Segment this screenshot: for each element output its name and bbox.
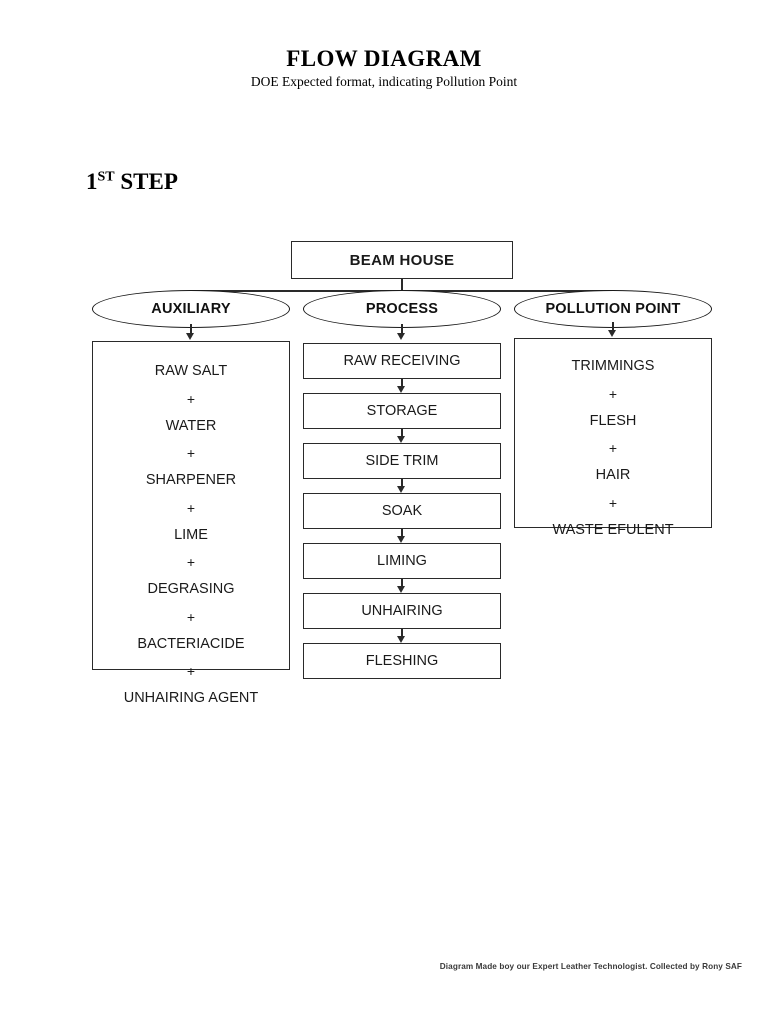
connector-process-6-head [397, 636, 405, 643]
auxiliary-item: UNHAIRING AGENT [123, 690, 259, 706]
step-word: STEP [120, 169, 178, 194]
connector-root-stem [401, 279, 403, 291]
arrow-process-to-chain-head [397, 333, 405, 340]
process-step-unhairing: UNHAIRING [303, 593, 501, 629]
auxiliary-separator: + [186, 663, 196, 679]
pollution-item: HAIR [595, 467, 631, 483]
arrow-auxiliary-to-panel [190, 324, 192, 335]
panel-auxiliary-materials: RAW SALT + WATER + SHARPENER + LIME + DE… [92, 341, 290, 705]
auxiliary-item: BACTERIACIDE [137, 635, 245, 652]
page-subtitle: DOE Expected format, indicating Pollutio… [250, 74, 518, 89]
arrow-pollution-to-panel-head [608, 330, 616, 337]
auxiliary-separator: + [186, 608, 196, 625]
pollution-separator: + [608, 440, 618, 456]
process-step-label: FLESHING [365, 653, 439, 669]
auxiliary-item: RAW SALT [154, 363, 228, 379]
step-number: 1 [86, 169, 98, 194]
process-step-label: UNHAIRING [361, 603, 443, 619]
connector-process-5 [401, 579, 403, 588]
node-beam-house: BEAM HOUSE [291, 241, 513, 279]
footer-credit: Diagram Made boy our Expert Leather Tech… [439, 962, 742, 971]
page-title: FLOW DIAGRAM [286, 46, 482, 71]
auxiliary-separator: + [186, 554, 196, 570]
connector-process-5-head [397, 586, 405, 593]
process-step-liming: LIMING [303, 543, 501, 579]
process-step-storage: STORAGE [303, 393, 501, 429]
pollution-separator: + [608, 494, 618, 511]
connector-process-1-head [397, 386, 405, 393]
connector-process-2 [401, 429, 403, 438]
auxiliary-separator: + [186, 499, 196, 516]
process-step-label: STORAGE [366, 403, 438, 419]
arrow-auxiliary-to-panel-head [186, 333, 194, 340]
auxiliary-separator: + [186, 445, 196, 461]
connector-process-4-head [397, 536, 405, 543]
process-step-raw-receiving: RAW RECEIVING [303, 343, 501, 379]
pollution-separator: + [608, 385, 618, 402]
connector-process-6 [401, 629, 403, 638]
step-heading: 1ST STEP [86, 169, 178, 195]
pollution-item: WASTE EFULENT [552, 521, 674, 538]
node-auxiliary-label: AUXILIARY [151, 301, 231, 317]
auxiliary-item: WATER [165, 417, 217, 434]
node-pollution-point-label: POLLUTION POINT [545, 301, 681, 317]
pollution-item: TRIMMINGS [571, 358, 655, 374]
auxiliary-item: LIME [174, 526, 208, 543]
connector-process-3 [401, 479, 403, 488]
connector-process-4 [401, 529, 403, 538]
arrow-pollution-to-panel [612, 322, 614, 332]
pollution-item: FLESH [589, 412, 637, 429]
process-step-label: SIDE TRIM [365, 453, 439, 469]
panel-pollution-outputs: TRIMMINGS + FLESH + HAIR + WASTE EFULENT [514, 338, 712, 537]
arrow-process-to-chain [401, 324, 403, 335]
process-step-label: LIMING [377, 553, 427, 569]
node-beam-house-label: BEAM HOUSE [349, 251, 455, 269]
auxiliary-separator: + [186, 390, 196, 407]
node-process: PROCESS [303, 290, 501, 328]
auxiliary-item: SHARPENER [145, 472, 237, 488]
connector-process-2-head [397, 436, 405, 443]
node-auxiliary: AUXILIARY [92, 290, 290, 328]
connector-process-3-head [397, 486, 405, 493]
process-step-label: SOAK [381, 503, 423, 519]
auxiliary-item: DEGRASING [147, 581, 235, 597]
process-step-fleshing: FLESHING [303, 643, 501, 679]
process-step-soak: SOAK [303, 493, 501, 529]
process-step-label: RAW RECEIVING [343, 353, 461, 369]
step-ordinal-suffix: ST [97, 169, 115, 185]
node-process-label: PROCESS [365, 301, 439, 317]
process-step-side-trim: SIDE TRIM [303, 443, 501, 479]
connector-process-1 [401, 379, 403, 388]
